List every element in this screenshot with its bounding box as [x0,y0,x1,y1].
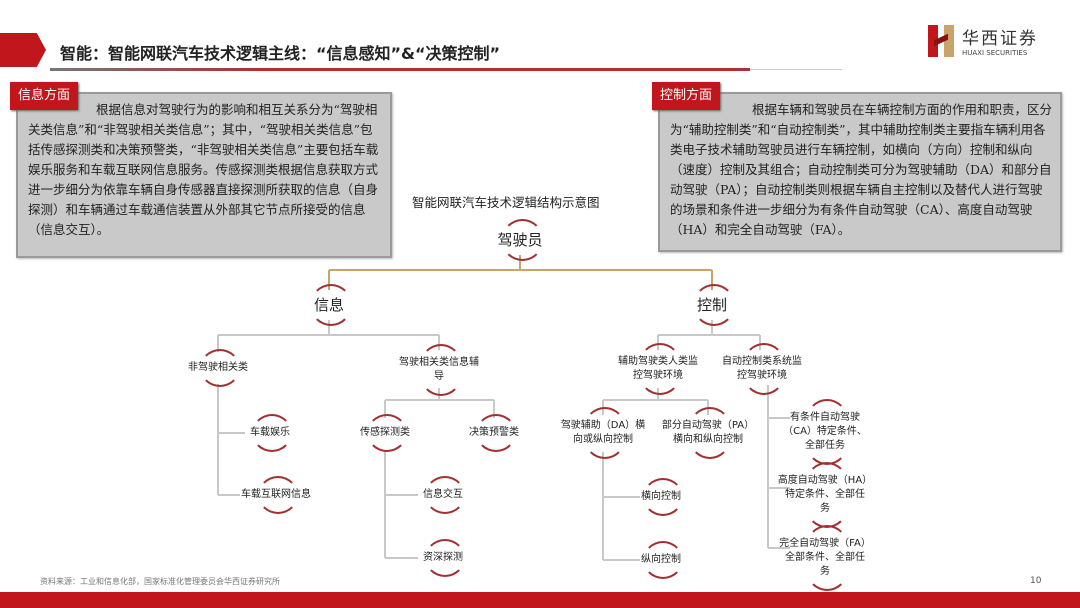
logo-mark-icon [928,24,956,57]
page-number: 10 [1030,576,1042,586]
control-panel: 控制方面 根据车辆和驾驶员在车辆控制方面的作用和职责，区分为“辅助控制类”和“自… [652,82,1062,252]
node-entertainment: 车载娱乐 [250,414,293,452]
node-interaction: 信息交互 [423,476,466,514]
node-non-driving: 非驾驶相关类 [188,349,248,387]
node-da: 驾驶辅助（DA）横 向或纵向控制 [560,407,646,459]
node-control: 控制 [692,284,736,326]
node-info: 信息 [309,284,353,326]
footer-band [0,592,1080,608]
title-divider-grey [750,69,842,70]
node-driving-related: 驾驶相关类信息辅 导 [399,344,479,396]
control-panel-text: 根据车辆和驾驶员在车辆控制方面的作用和职责，区分为“辅助控制类”和“自动控制类”… [670,102,1053,237]
header-chevron [0,33,46,67]
info-panel: 信息方面 根据信息对驾驶行为的影响和相互关系分为“驾驶相关类信息”和“非驾驶相关… [10,82,392,258]
huaxi-logo: 华西证券 HUAXI SECURITIES [928,24,1038,57]
node-ca: 有条件自动驾驶 （CA）特定条件、 全部任务 [783,399,867,465]
node-longitudinal: 纵向控制 [641,541,684,579]
title-divider [50,68,750,71]
page-title: 智能：智能网联汽车技术逻辑主线：“信息感知”&“决策控制” [60,44,501,63]
node-ha: 高度自动驾驶（HA） 特定条件、全部任 务 [777,462,873,528]
node-assist: 辅助驾驶类人类监 控驾驶环境 [618,343,698,395]
control-panel-tag: 控制方面 [652,82,721,110]
node-driver: 驾驶员 [497,219,544,261]
node-pa: 部分自动驾驶（PA） 横向和纵向控制 [661,407,755,459]
diagram-title: 智能网联汽车技术逻辑结构示意图 [412,195,600,210]
node-internet: 车载互联网信息 [241,476,311,514]
node-fa: 完全自动驾驶（FA） 全部条件、全部任 务 [779,525,871,591]
info-panel-text: 根据信息对驾驶行为的影响和相互关系分为“驾驶相关类信息”和“非驾驶相关类信息”；… [28,102,379,237]
node-self-detect: 资深探测 [423,539,466,577]
node-auto: 自动控制类系统监 控驾驶环境 [722,343,802,395]
source-note: 资料来源：工业和信息化部，国家标准化管理委员会华西证券研究所 [40,577,280,586]
node-lateral: 横向控制 [641,478,684,516]
info-panel-tag: 信息方面 [10,82,79,110]
node-warning: 决策预警类 [469,414,519,452]
node-sensing: 传感探测类 [360,414,410,452]
